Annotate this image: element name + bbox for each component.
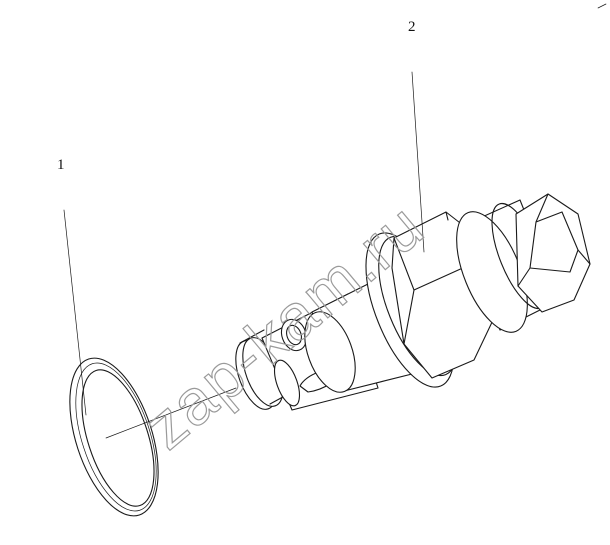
sealing-washer [69,357,159,517]
stray-mark [597,3,607,9]
leader-line-1 [63,209,87,416]
leader-line-2 [411,71,425,253]
valve-assembly [105,193,591,439]
callout-label-1: 1 [57,157,65,173]
callout-label-2: 2 [408,19,416,35]
